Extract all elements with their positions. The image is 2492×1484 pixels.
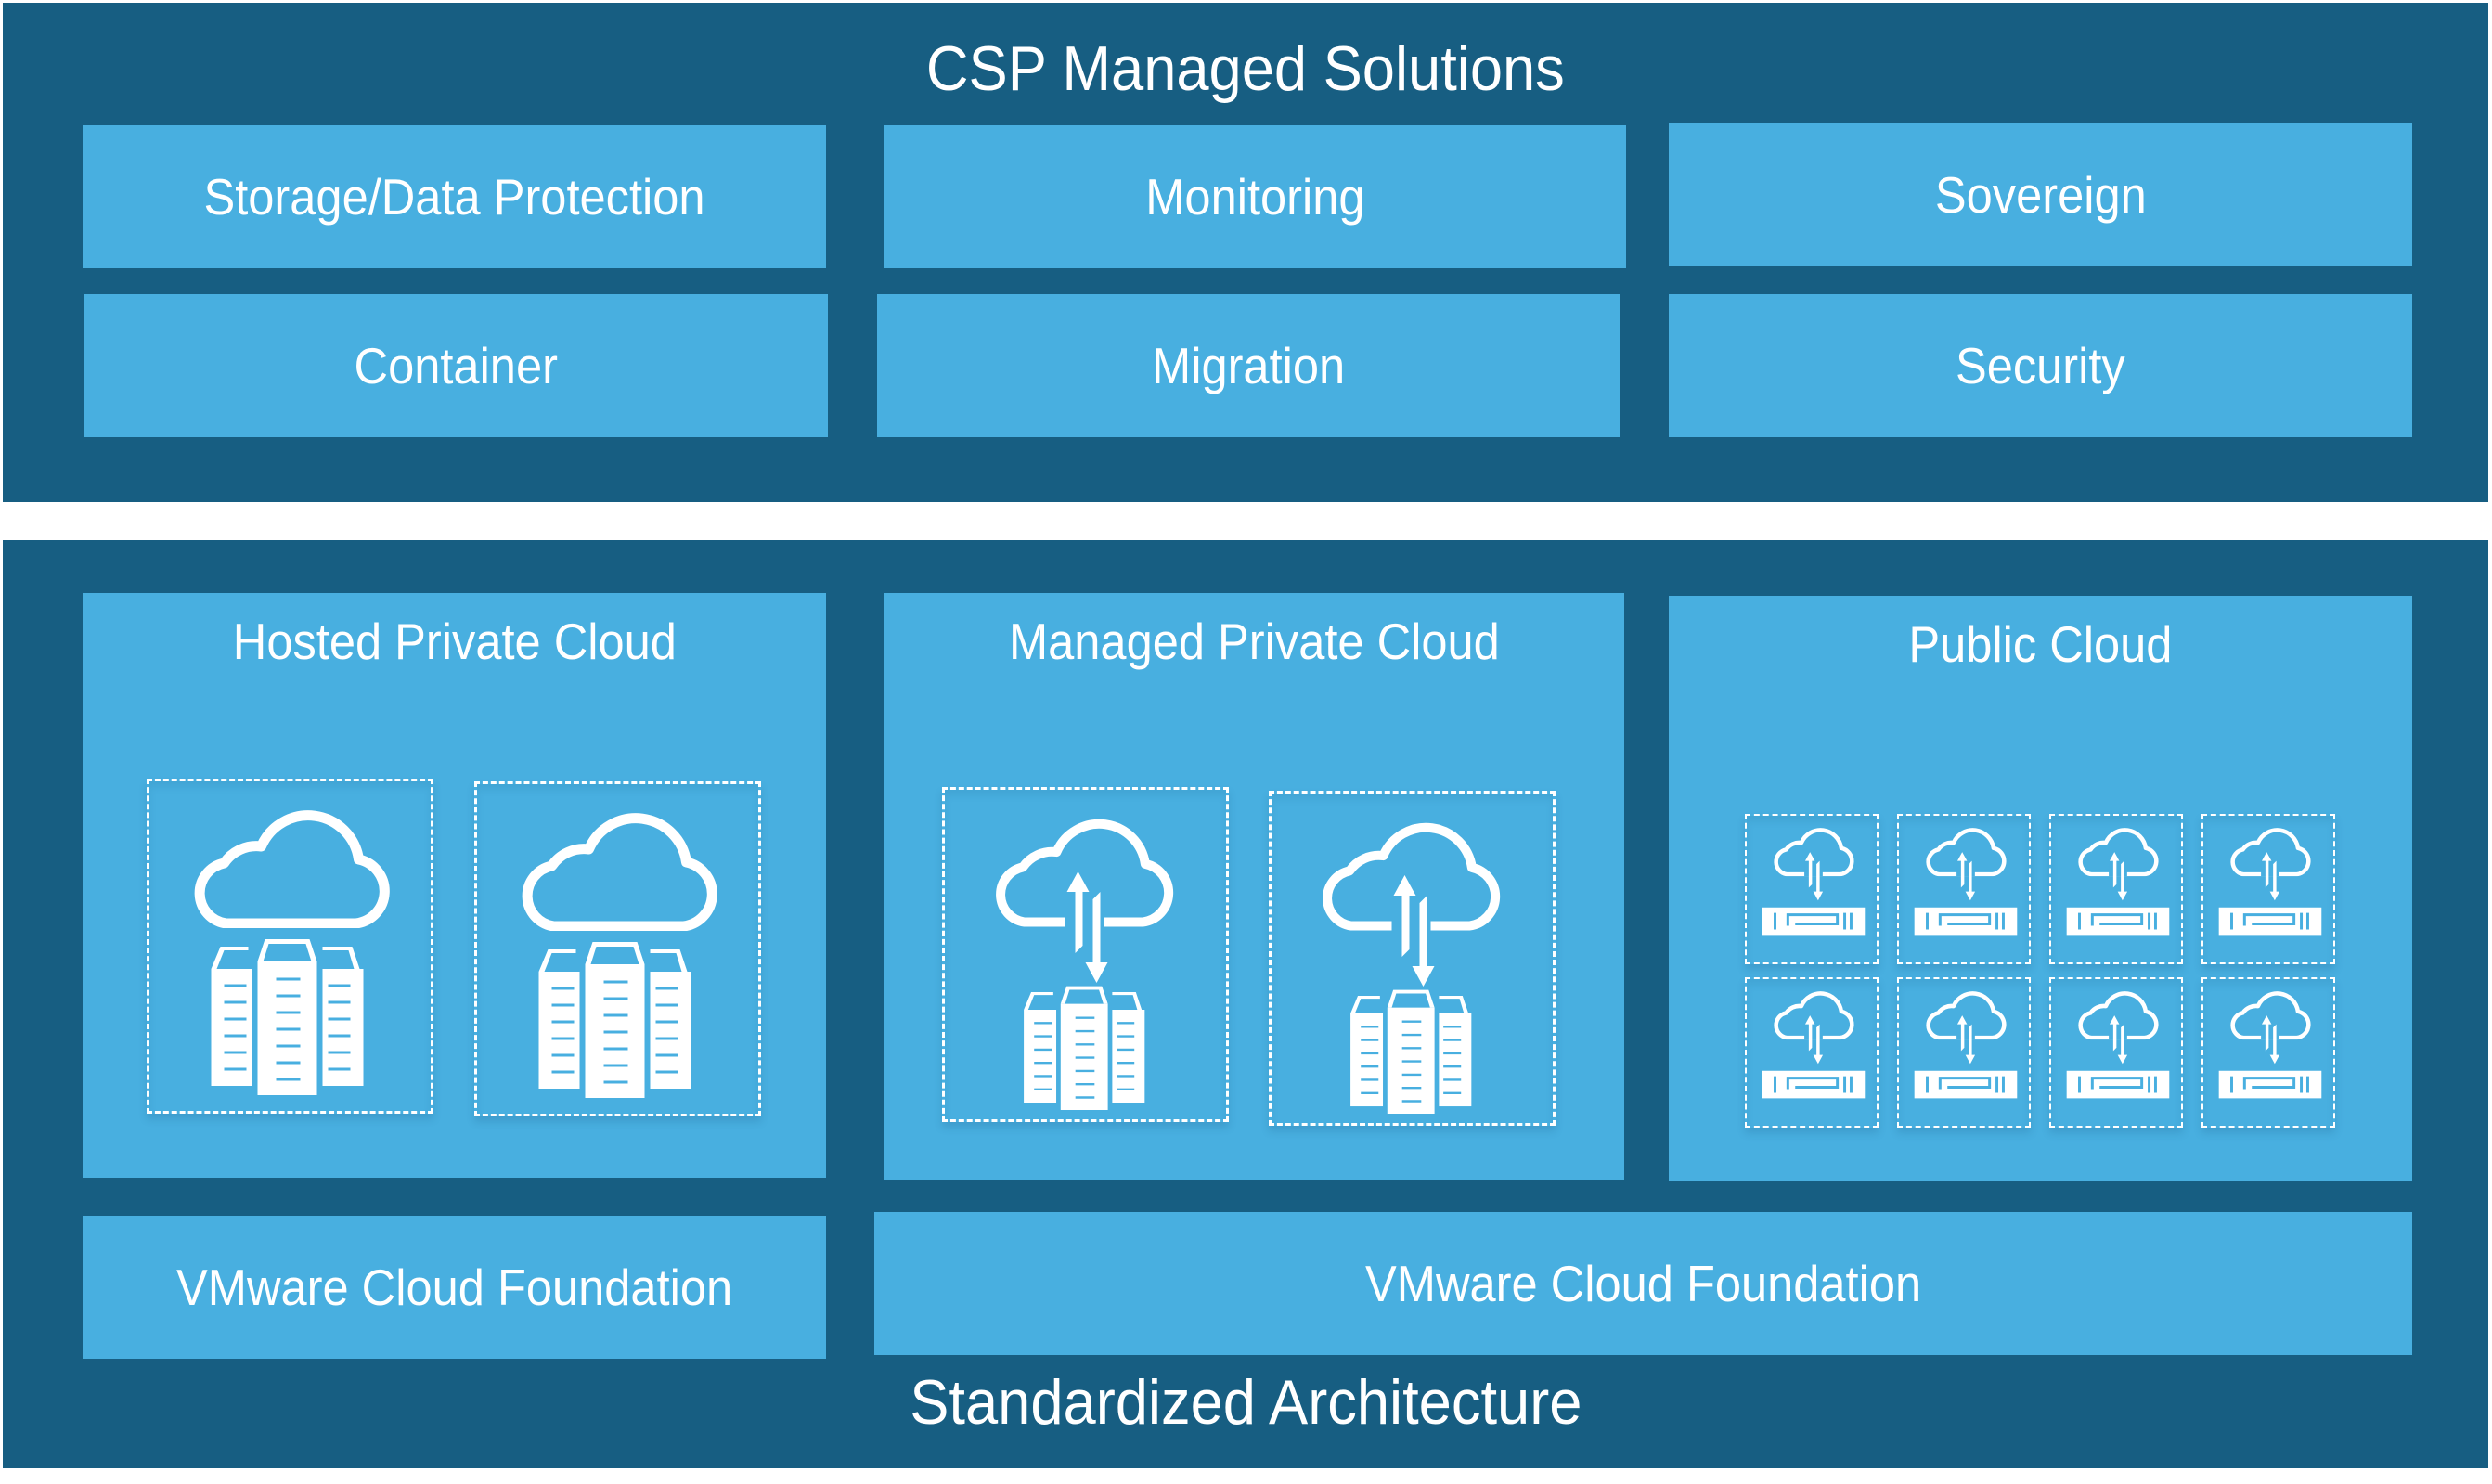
vmware-cloud-foundation-shared: VMware Cloud Foundation — [874, 1212, 2412, 1355]
panel-title: Hosted Private Cloud — [232, 613, 677, 670]
csp-managed-solutions-section: CSP Managed Solutions Storage/Data Prote… — [3, 3, 2488, 502]
hosted-private-cloud-panel: Hosted Private Cloud — [83, 593, 826, 1178]
cloud-sync-server-icon — [2051, 979, 2181, 1126]
public-cloud-tile — [2049, 977, 2183, 1128]
public-cloud-tile — [2049, 814, 2183, 964]
solution-monitoring: Monitoring — [884, 125, 1626, 268]
solution-security: Security — [1669, 294, 2412, 437]
public-cloud-tile — [1745, 977, 1879, 1128]
vmware-cloud-foundation-hosted: VMware Cloud Foundation — [83, 1216, 826, 1359]
public-cloud-tile — [2201, 814, 2335, 964]
managed-cloud-tile — [942, 787, 1229, 1122]
managed-private-cloud-panel: Managed Private Cloud — [884, 593, 1624, 1180]
hosted-cloud-tile — [474, 781, 761, 1116]
solution-storage-data-protection: Storage/Data Protection — [83, 125, 826, 268]
cloud-sync-server-icon — [1899, 979, 2029, 1126]
public-cloud-tile — [2201, 977, 2335, 1128]
cloud-datacenter-icon — [477, 784, 758, 1114]
solution-container: Container — [84, 294, 828, 437]
panel-title: Public Cloud — [1908, 615, 2173, 673]
solution-sovereign: Sovereign — [1669, 123, 2412, 266]
cloud-sync-server-icon — [1899, 816, 2029, 962]
section-title: CSP Managed Solutions — [926, 33, 1565, 104]
public-cloud-tile — [1897, 814, 2031, 964]
cloud-sync-server-icon — [2203, 816, 2333, 962]
solution-migration: Migration — [877, 294, 1620, 437]
cloud-sync-datacenter-icon — [945, 790, 1226, 1119]
cloud-datacenter-icon — [149, 781, 431, 1111]
hosted-cloud-tile — [147, 779, 433, 1114]
public-cloud-tile — [1745, 814, 1879, 964]
section-title: Standardized Architecture — [909, 1367, 1582, 1438]
cloud-sync-server-icon — [1747, 979, 1877, 1126]
panel-title: Managed Private Cloud — [1008, 613, 1500, 670]
public-cloud-tile — [1897, 977, 2031, 1128]
standardized-architecture-section: Hosted Private Cloud Managed Private Clo… — [3, 540, 2488, 1468]
cloud-sync-server-icon — [2051, 816, 2181, 962]
cloud-sync-server-icon — [2203, 979, 2333, 1126]
cloud-sync-server-icon — [1747, 816, 1877, 962]
cloud-sync-datacenter-icon — [1272, 794, 1553, 1123]
managed-cloud-tile — [1269, 791, 1556, 1126]
public-cloud-panel: Public Cloud — [1669, 596, 2412, 1181]
